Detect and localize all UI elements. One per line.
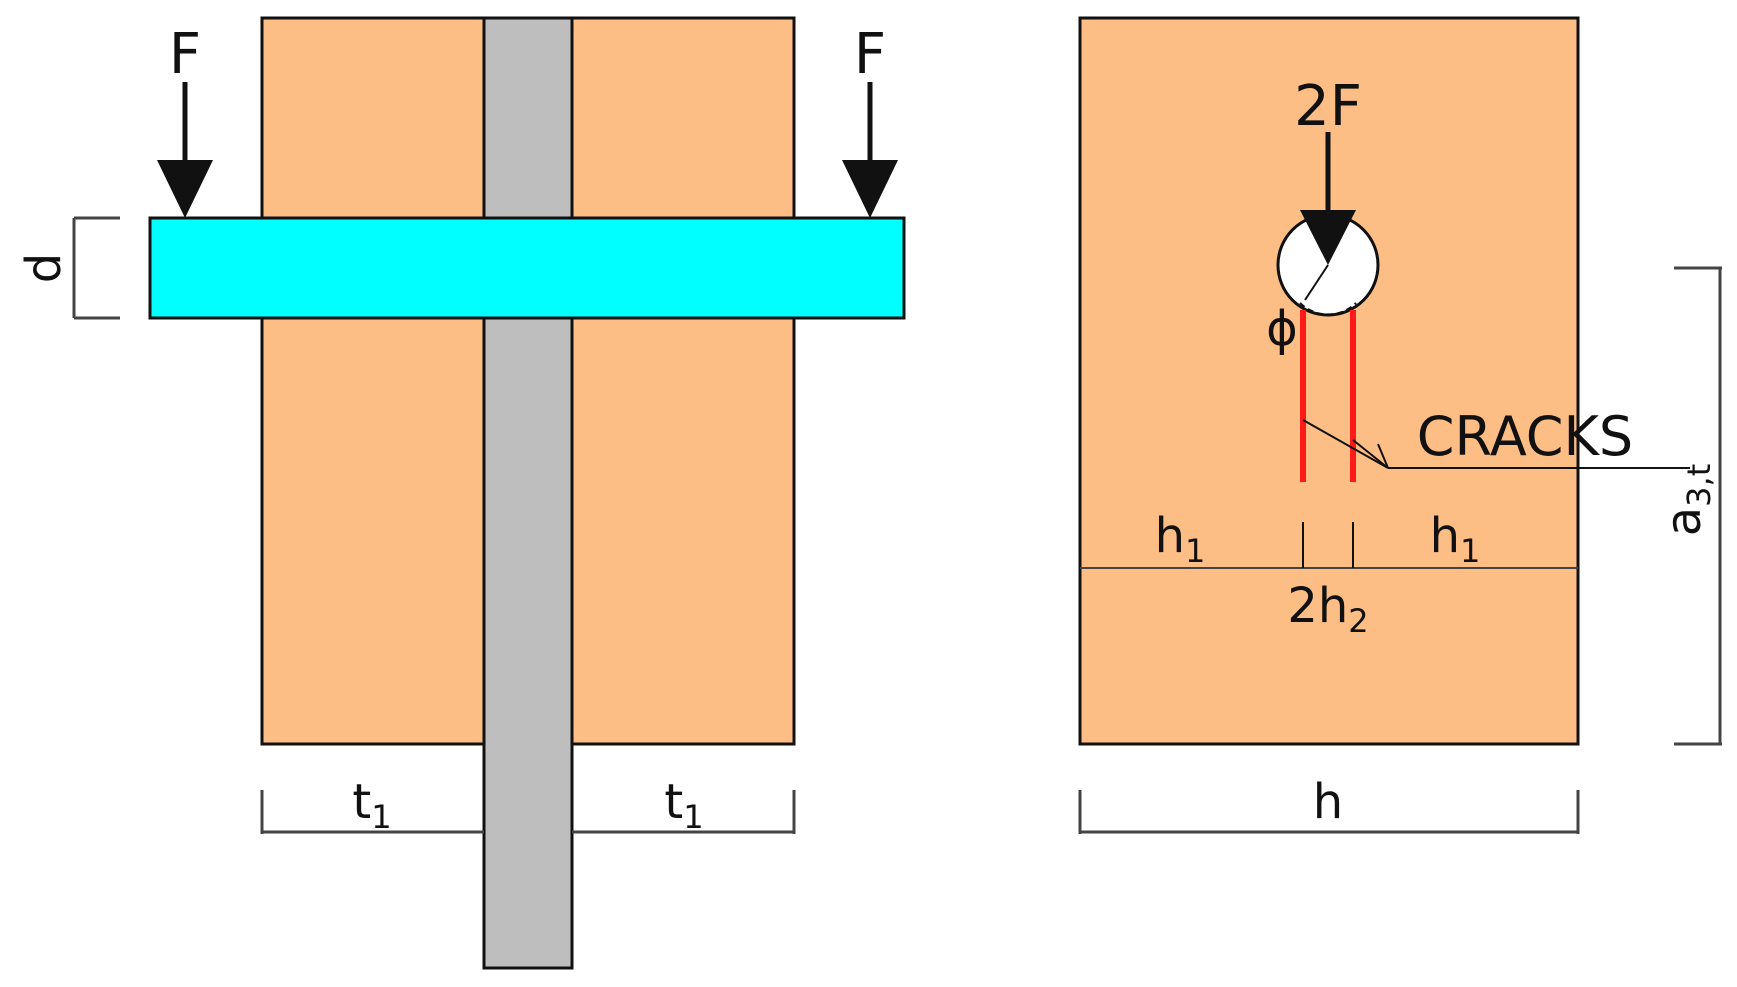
dimension-h	[1078, 790, 1580, 834]
timber-member-right	[570, 16, 796, 746]
cracks-leader	[1302, 419, 1690, 469]
dimension-h1-left-label: h1	[1155, 508, 1206, 570]
down-arrow-icon	[157, 82, 213, 218]
dimension-h1-right-label: h1	[1430, 508, 1481, 570]
cracks-label: CRACKS	[1417, 405, 1633, 468]
timber-member-left	[260, 16, 486, 746]
force-label-right: F	[854, 22, 886, 87]
dowel	[148, 216, 906, 320]
down-arrow-icon	[1300, 132, 1356, 265]
hole-diameter-symbol: ϕ	[1266, 301, 1298, 357]
crack-spacing-ticks	[1302, 522, 1354, 568]
dimension-d	[72, 216, 120, 320]
force-label-left: F	[169, 22, 201, 87]
dimension-2h2-label: 2h2	[1287, 578, 1368, 640]
dimension-a3t	[1674, 266, 1722, 746]
right-view: ϕ 2F CRACKS h1 h1 2h2	[1078, 16, 1722, 834]
dimension-d-label: d	[16, 253, 72, 283]
force-label-2f: 2F	[1294, 74, 1362, 139]
dimension-a3t-label: a3,t	[1656, 464, 1718, 537]
steel-plate	[482, 16, 574, 970]
hole-angle-arc	[1299, 302, 1357, 316]
dimension-t1-right-label: t1	[664, 774, 703, 836]
dimension-t1-right	[572, 790, 796, 834]
dimension-h-label: h	[1313, 774, 1343, 830]
dimension-t1-left	[260, 790, 484, 834]
dimension-t1-left-label: t1	[352, 774, 391, 836]
hole-radius-line	[1304, 264, 1329, 301]
left-view: F F d t1 t1	[16, 16, 906, 970]
down-arrow-icon	[842, 82, 898, 218]
